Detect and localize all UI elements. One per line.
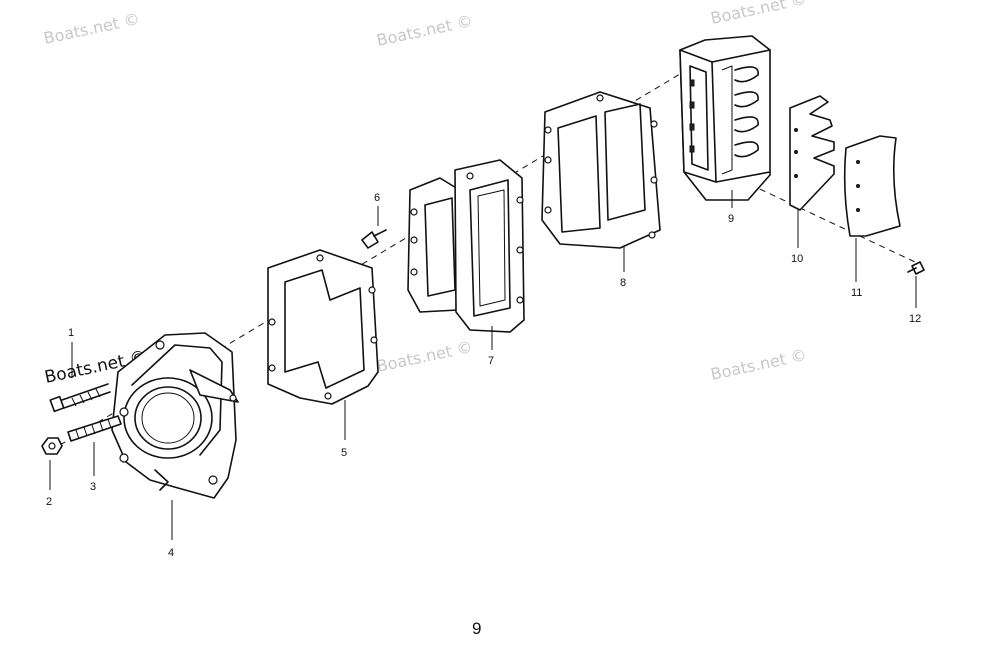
callout-9: 9 [728, 213, 734, 225]
part-10-reed-petals [789, 95, 835, 211]
watermark: Boats.net © [709, 345, 808, 384]
callout-5: 5 [341, 447, 347, 459]
callout-1: 1 [68, 327, 74, 339]
part-7-reed-plate [407, 159, 525, 333]
part-12-screw [907, 261, 925, 275]
leader-lines [49, 190, 917, 540]
callout-labels: 1 2 3 4 5 6 7 8 9 10 11 12 [46, 192, 921, 559]
part-4-adapter-housing [111, 332, 239, 499]
part-2-nut [41, 437, 63, 455]
part-6-screw [361, 229, 387, 249]
watermark: Boats.net © [42, 9, 141, 48]
callout-3: 3 [90, 481, 96, 493]
callout-11: 11 [851, 287, 862, 299]
part-3-stud [67, 415, 122, 442]
part-1-bolt [49, 383, 111, 413]
part-11-reed-stop [843, 135, 901, 237]
callout-6: 6 [374, 192, 380, 204]
callout-8: 8 [620, 277, 626, 289]
part-9-reed-block [679, 35, 771, 201]
watermark: Boats.net © [375, 337, 474, 376]
callout-2: 2 [46, 496, 52, 508]
callout-10: 10 [791, 253, 803, 265]
callout-12: 12 [909, 313, 921, 325]
part-8-gasket [541, 91, 661, 249]
callout-7: 7 [488, 355, 494, 367]
figure-number: 9 [472, 619, 481, 638]
watermark: Boats.net © [709, 0, 808, 28]
callout-4: 4 [168, 547, 174, 559]
part-5-gasket [267, 249, 379, 405]
reed-axis-line [729, 174, 916, 263]
watermark: Boats.net © [375, 11, 474, 50]
